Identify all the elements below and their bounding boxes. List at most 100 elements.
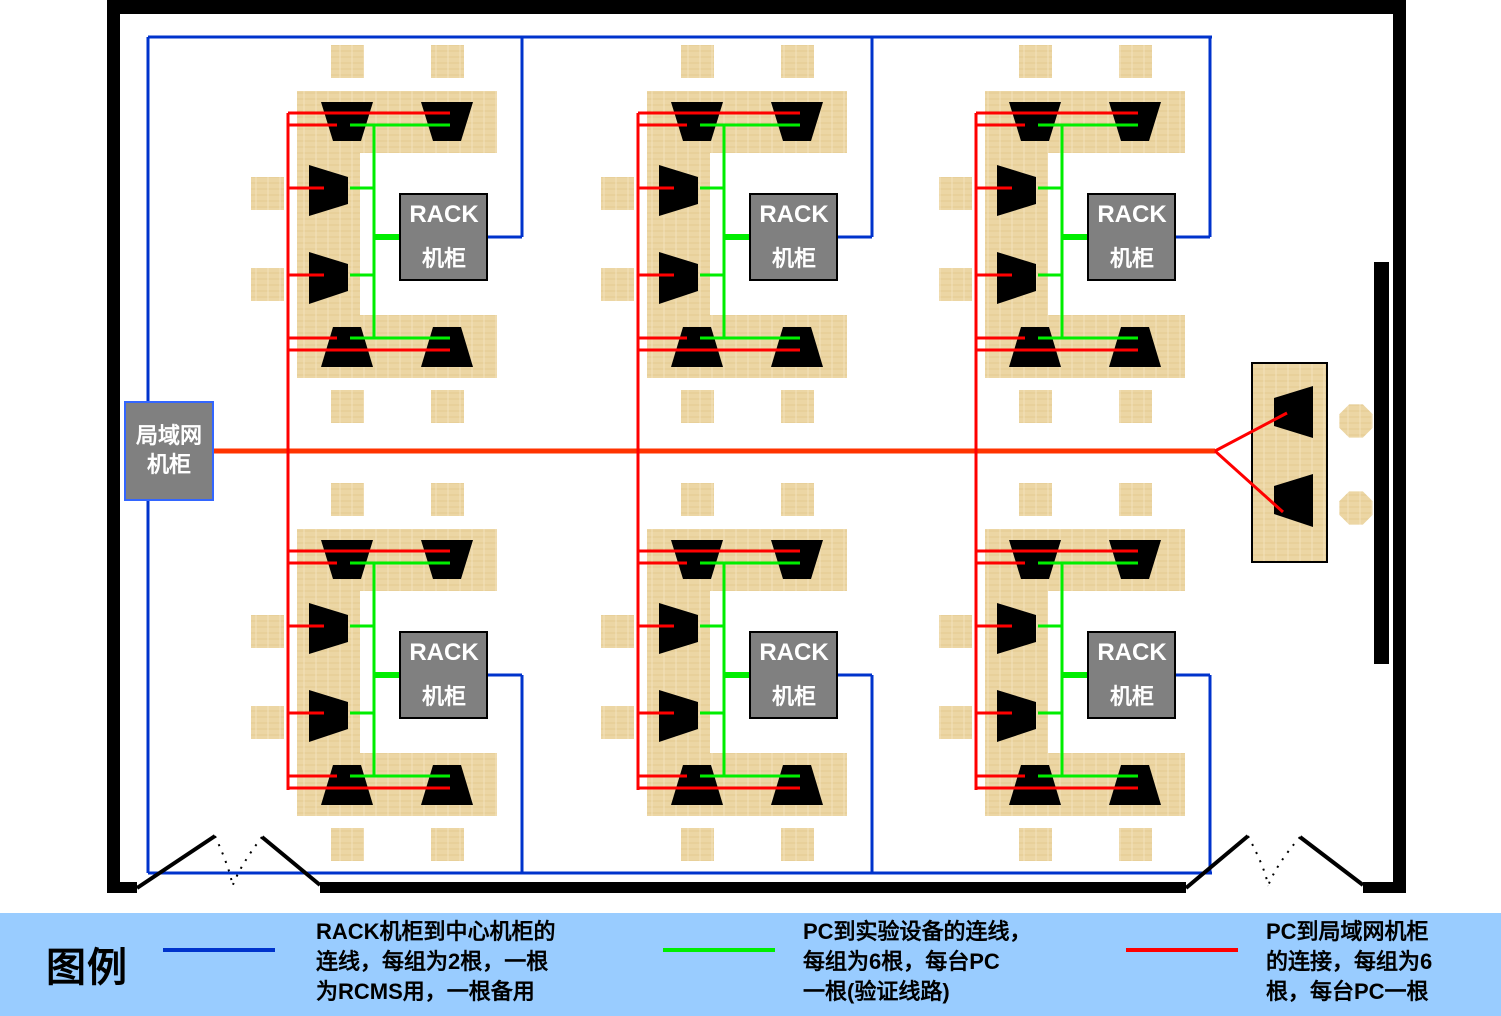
stool — [431, 45, 464, 78]
stool — [681, 390, 714, 423]
legend-line-pc-device — [663, 948, 775, 952]
stool — [781, 45, 814, 78]
whiteboard — [1374, 262, 1389, 664]
stool — [781, 390, 814, 423]
stool — [1019, 483, 1052, 516]
stool — [431, 828, 464, 861]
legend-text-pc-lan: PC到局域网机柜 的连接，每组为6 根，每台PC一根 — [1266, 919, 1433, 1004]
teacher-desk — [1251, 362, 1328, 563]
stool — [601, 615, 634, 648]
stool — [331, 390, 364, 423]
door-swing — [214, 835, 263, 887]
rack-cabinet[interactable]: RACK 机柜 — [399, 631, 488, 719]
desk — [985, 91, 1185, 378]
rack-label-line2: 机柜 — [422, 246, 466, 271]
pc-icon — [659, 690, 698, 742]
stool — [601, 706, 634, 739]
door-swing — [1247, 835, 1301, 887]
stool — [939, 706, 972, 739]
stool — [331, 828, 364, 861]
rack-label-line2: 机柜 — [422, 684, 466, 709]
workstation-group-bottom-middle: RACK 机柜 — [601, 483, 847, 861]
teacher-stool — [1339, 404, 1373, 438]
legend: 图例 RACK机柜到中心机柜的 连线，每组为2根，一根 为RCMS用，一根备用 … — [0, 913, 1501, 1016]
rack-label-line1: RACK — [759, 639, 829, 666]
pc-icon — [309, 690, 348, 742]
pc-icon — [659, 603, 698, 654]
pc-icon — [997, 603, 1036, 654]
rack-label-line1: RACK — [1097, 639, 1167, 666]
rack-label-line2: 机柜 — [1110, 684, 1154, 709]
legend-title: 图例 — [46, 946, 128, 990]
stool — [251, 177, 284, 210]
pc-icon — [997, 252, 1036, 304]
lan-trunk — [213, 113, 1215, 790]
legend-line-rack-link — [163, 948, 275, 952]
rack-cabinet[interactable]: RACK 机柜 — [1087, 193, 1176, 281]
teacher-desk-area — [1213, 362, 1373, 563]
desk — [297, 529, 497, 816]
pc-icon — [309, 252, 348, 304]
wall-left — [107, 0, 120, 892]
stool — [781, 828, 814, 861]
rack-cabinet[interactable]: RACK 机柜 — [399, 193, 488, 281]
stool — [1119, 390, 1152, 423]
stool — [1019, 828, 1052, 861]
stool — [681, 483, 714, 516]
pc-icon — [1274, 386, 1313, 438]
pc-icon — [997, 690, 1036, 742]
pc-icon — [309, 165, 348, 216]
stool — [601, 177, 634, 210]
stool — [1019, 45, 1052, 78]
stool — [331, 483, 364, 516]
stool — [251, 268, 284, 301]
stool — [939, 615, 972, 648]
desk — [647, 529, 847, 816]
rack-cabinet[interactable]: RACK 机柜 — [749, 193, 838, 281]
stool — [1119, 45, 1152, 78]
rack-label-line2: 机柜 — [772, 246, 816, 271]
rack-box — [749, 631, 838, 719]
wall-top — [107, 0, 1406, 14]
stool — [431, 390, 464, 423]
rack-label-line1: RACK — [409, 639, 479, 666]
stool — [781, 483, 814, 516]
pc-icon — [997, 165, 1036, 216]
stool — [1019, 390, 1052, 423]
stool — [681, 45, 714, 78]
lan-cabinet-label-line1: 局域网 — [136, 423, 202, 448]
wall-bottom-segment — [107, 882, 137, 893]
floor-plan: RACK 机柜 RACK 机柜 RACK 机柜 RACK 机柜 RACK 机柜 RACK 机柜 局域网… — [107, 0, 1406, 893]
stool — [1119, 483, 1152, 516]
rack-label-line2: 机柜 — [1110, 246, 1154, 271]
rack-label-line1: RACK — [759, 201, 829, 228]
rack-cabinet[interactable]: RACK 机柜 — [749, 631, 838, 719]
workstation-group-top-right: RACK 机柜 — [939, 45, 1185, 423]
door-icon — [1184, 834, 1365, 890]
workstation-group-top-middle: RACK 机柜 — [601, 45, 847, 423]
rack-label-line2: 机柜 — [772, 684, 816, 709]
desk — [985, 529, 1185, 816]
stool — [251, 706, 284, 739]
rack-box — [1087, 193, 1176, 281]
rack-box — [1087, 631, 1176, 719]
legend-text-rack-link: RACK机柜到中心机柜的 连线，每组为2根，一根 为RCMS用，一根备用 — [316, 919, 556, 1004]
room-walls — [107, 0, 1406, 893]
pc-lan-line — [1214, 411, 1288, 453]
stool — [331, 45, 364, 78]
rack-box — [399, 631, 488, 719]
rack-link-network — [146, 35, 1212, 875]
door-icon — [135, 834, 322, 890]
desk — [297, 91, 497, 378]
pc-lan-line — [1213, 449, 1285, 514]
desk — [647, 91, 847, 378]
workstation-group-bottom-left: RACK 机柜 — [251, 483, 497, 861]
lan-cabinet[interactable]: 局域网 机柜 — [124, 401, 214, 501]
stool — [251, 615, 284, 648]
rack-label-line1: RACK — [1097, 201, 1167, 228]
stool — [939, 268, 972, 301]
stool — [431, 483, 464, 516]
rack-cabinet[interactable]: RACK 机柜 — [1087, 631, 1176, 719]
stool — [601, 268, 634, 301]
rack-label-line1: RACK — [409, 201, 479, 228]
